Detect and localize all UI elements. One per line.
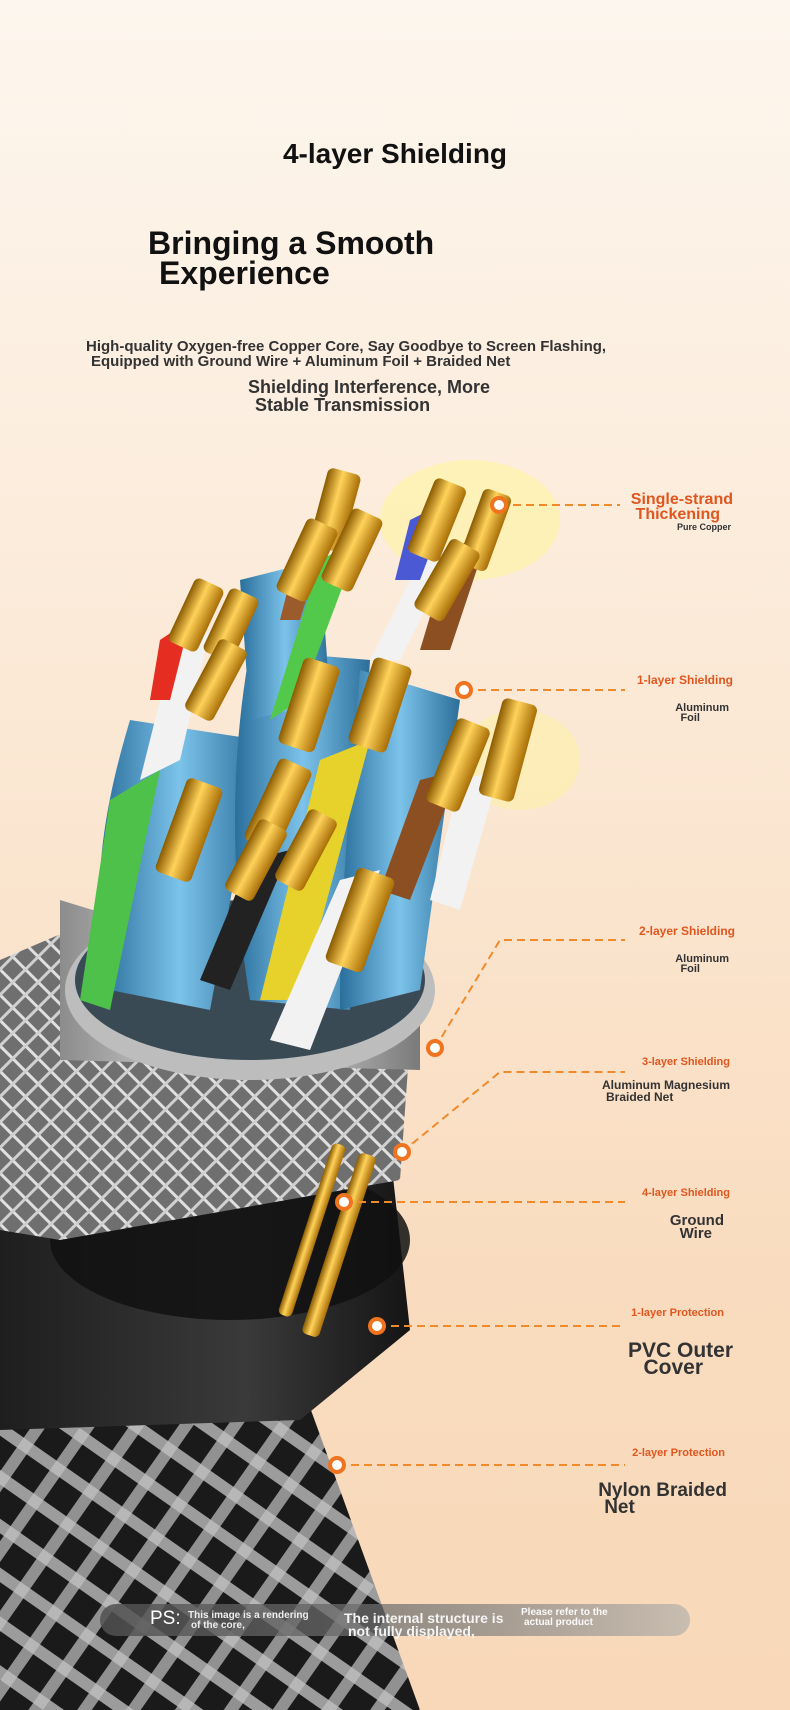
callout-detail: Wire [679,1225,712,1242]
callout-title: 4-layer Shielding [641,1187,730,1199]
callout-nylon-braided-net: 2-layer Protection Nylon Braided Net [598,1447,727,1518]
callout-detail: Ground [669,1212,724,1229]
callout-detail: Nylon Braided [598,1480,727,1501]
description-line-1: High-quality Oxygen-free Copper Core, Sa… [86,338,607,355]
description-line-2: Equipped with Ground Wire + Aluminum Foi… [91,353,511,370]
callout-3-layer-shielding: 3-layer Shielding Aluminum Magnesium Bra… [602,1056,730,1103]
description-benefit: Shielding Interference, More Stable Tran… [248,378,490,414]
disclaimer-part-3: Please refer to the actual product [521,1608,608,1628]
disclaimer-text: This image is a rendering [188,1610,309,1621]
callout-4-layer-shielding: 4-layer Shielding Ground Wire [641,1187,730,1242]
callout-detail: Cover [643,1356,703,1379]
subtitle-line-2: Experience [159,255,330,291]
description-line-3: Shielding Interference, More [248,377,491,397]
callout-pvc-outer-cover: 1-layer Protection PVC Outer Cover [627,1307,733,1379]
callout-title: 1-layer Protection [631,1307,724,1319]
disclaimer-text: Please refer to the [521,1607,608,1618]
callout-detail: Pure Copper [676,522,731,532]
callout-detail: Braided Net [605,1090,674,1104]
callout-single-strand: Single-strand Thickening Pure Copper [631,492,733,533]
disclaimer-text: not fully displayed, [348,1623,475,1639]
callout-detail: Net [604,1497,635,1518]
callout-title: 2-layer Protection [632,1447,725,1459]
subtitle-line-1: Bringing a Smooth [148,225,435,261]
callout-title: Thickening [635,506,720,523]
callout-detail: Aluminum [675,702,729,714]
callout-title: 3-layer Shielding [641,1056,730,1068]
callout-2-layer-shielding: 2-layer Shielding Aluminum Foil [638,924,735,975]
disclaimer-text: of the core, [191,1620,245,1631]
callout-title: Single-strand [630,491,733,508]
callout-detail: Aluminum Magnesium [601,1078,730,1092]
disclaimer-bar [100,1604,690,1636]
callout-detail: Foil [680,712,700,724]
description-features: High-quality Oxygen-free Copper Core, Sa… [86,339,606,369]
disclaimer-part-2: The internal structure is not fully disp… [344,1610,504,1639]
callout-detail: PVC Outer [627,1339,733,1362]
disclaimer-part-1: This image is a rendering of the core, [188,1611,309,1631]
headline-title: 4-layer Shielding [282,138,508,169]
description-line-4: Stable Transmission [255,395,431,415]
disclaimer-text: actual product [524,1617,593,1628]
disclaimer-prefix: PS: [150,1608,181,1629]
disclaimer-text: The internal structure is [344,1610,504,1626]
callout-title: 1-layer Shielding [636,673,733,687]
callout-detail: Foil [680,963,700,975]
callout-detail: Aluminum [675,953,729,965]
callout-title: 2-layer Shielding [638,924,735,938]
callout-1-layer-shielding: 1-layer Shielding Aluminum Foil [636,673,733,724]
headline-subtitle: Bringing a Smooth Experience [148,225,435,291]
